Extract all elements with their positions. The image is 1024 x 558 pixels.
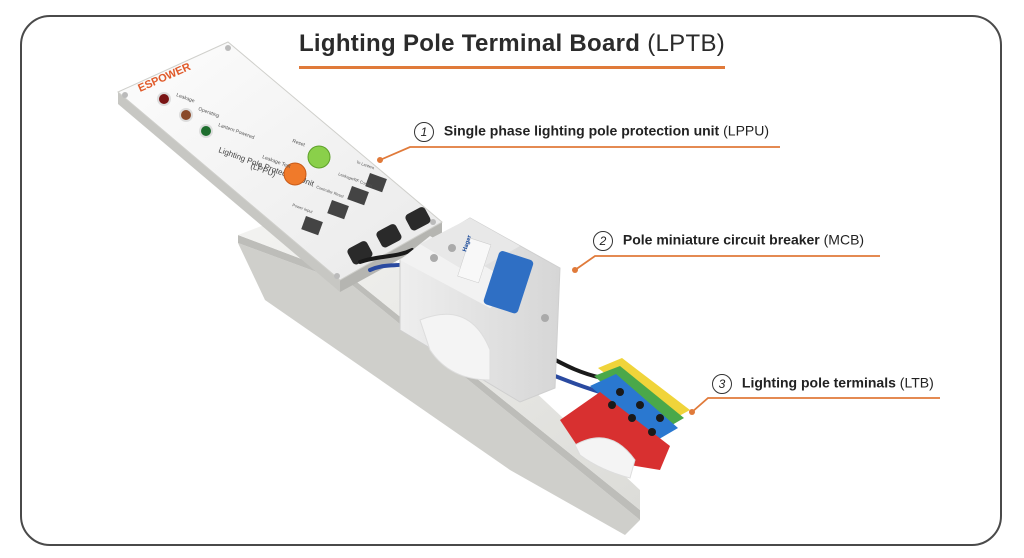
terminal-hole (636, 401, 644, 409)
callout-3: 3 Lighting pole terminals (LTB) (712, 374, 934, 394)
mcb-breaker: Hager (399, 217, 561, 403)
screw-icon (430, 219, 436, 225)
terminal-blocks (301, 173, 387, 236)
terminal-hole (656, 414, 664, 422)
callout-number: 3 (712, 374, 732, 394)
screw-icon (448, 244, 456, 252)
title-container: Lighting Pole Terminal Board (LPTB) (0, 30, 1024, 69)
mcb-brand: Hager (462, 234, 473, 253)
terminal-hole (616, 388, 624, 396)
callout-abbr: (MCB) (823, 231, 865, 248)
screw-icon (430, 254, 438, 262)
terminal-block (327, 199, 349, 220)
callout-label: Single phase lighting pole protection un… (443, 122, 720, 139)
border-frame (20, 15, 1002, 546)
terminal-hole (608, 401, 616, 409)
terminal-hole (628, 414, 636, 422)
callout-2: 2 Pole miniature circuit breaker (MCB) (593, 231, 864, 251)
leader-dot-1 (377, 157, 383, 163)
leader-dot-2 (572, 267, 578, 273)
leakage-test-button (283, 162, 307, 186)
callout-abbr: (LTB) (899, 374, 934, 391)
leader-line-2 (574, 255, 880, 271)
leader-dot-3 (689, 409, 695, 415)
leader-line-3 (691, 397, 940, 413)
terminal-hole (648, 428, 656, 436)
terminal-block (365, 173, 387, 193)
callout-number: 2 (593, 231, 613, 251)
operating-indicator-icon (179, 108, 193, 122)
callout-number: 1 (414, 122, 434, 142)
leakage-indicator-icon (157, 92, 171, 106)
cable-glands (347, 207, 431, 265)
title-bold: Lighting Pole Terminal Board (298, 30, 641, 57)
screw-icon (334, 273, 340, 279)
lantern-powered-indicator-icon (199, 124, 213, 138)
mcb-toggle (483, 251, 534, 314)
callout-label: Pole miniature circuit breaker (622, 231, 820, 248)
page-title: Lighting Pole Terminal Board (LPTB) (298, 30, 726, 69)
callout-1: 1 Single phase lighting pole protection … (414, 122, 769, 142)
terminal-label: To Lantern (356, 159, 375, 170)
screw-icon (225, 45, 231, 51)
cable-gland (405, 207, 431, 231)
terminal-block (347, 186, 369, 206)
callout-label: Lighting pole terminals (741, 374, 896, 391)
ltb-terminals (560, 358, 690, 479)
callout-abbr: (LPPU) (723, 122, 770, 139)
screw-icon (122, 92, 128, 98)
terminal-block (301, 215, 323, 236)
mcb-label-plate (457, 237, 492, 284)
reset-button (307, 145, 331, 169)
leader-line-1 (379, 146, 780, 161)
cable-gland (376, 224, 402, 248)
leader-lines (379, 146, 940, 413)
reset-label: Reset (291, 138, 306, 148)
title-abbr: (LPTB) (647, 30, 726, 57)
title-underline (298, 66, 726, 69)
screw-icon (541, 314, 549, 322)
